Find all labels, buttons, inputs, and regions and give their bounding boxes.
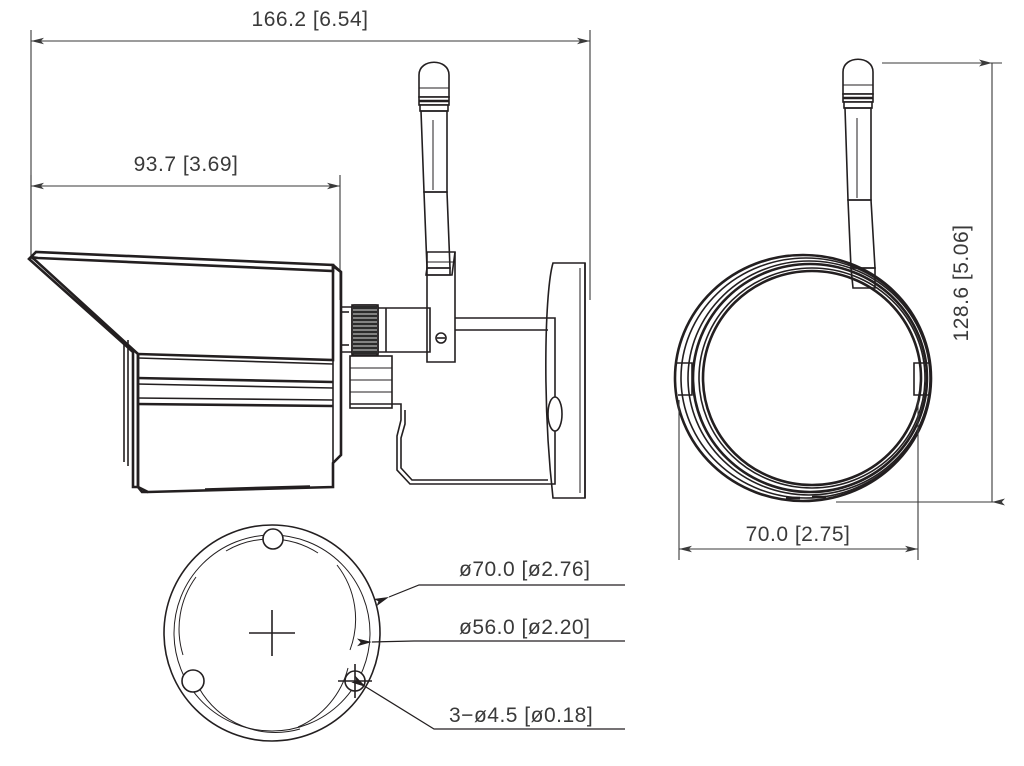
- dimension-overall-height-label: 128.6 [5.06]: [950, 225, 973, 342]
- callout-base-inner-diameter-label: ø56.0 [ø2.20]: [459, 616, 590, 639]
- sun-shield: [27, 250, 335, 494]
- antenna: [418, 61, 456, 276]
- knob-collar: [378, 307, 431, 353]
- dimension-overall-height: 128.6 [5.06]: [836, 59, 1005, 506]
- ribbed-cylinder: [349, 355, 393, 409]
- front-elevation-view: [673, 58, 933, 503]
- dimension-body-length-label: 93.7 [3.69]: [134, 153, 239, 176]
- callout-screw-holes: 3−ø4.5 [ø0.18]: [351, 675, 625, 730]
- mounting-base-plan-view: [163, 524, 381, 742]
- dimension-body-length: 93.7 [3.69]: [30, 153, 341, 300]
- side-elevation-view: [27, 61, 586, 499]
- callout-base-inner-diameter: ø56.0 [ø2.20]: [356, 616, 625, 647]
- knurled-adjust-knob: [351, 304, 379, 356]
- mounting-hole-top: [262, 528, 284, 550]
- lens-ring: [673, 253, 933, 503]
- callout-base-outer-diameter-label: ø70.0 [ø2.76]: [459, 558, 590, 581]
- callout-screw-holes-label: 3−ø4.5 [ø0.18]: [449, 704, 593, 727]
- mounting-hole-left: [181, 669, 205, 693]
- wall-mount-plate: [545, 262, 586, 499]
- camera-body: [136, 263, 343, 494]
- antenna-front: [842, 58, 876, 289]
- dimension-front-width: 70.0 [2.75]: [678, 400, 919, 560]
- center-crosshair: [249, 610, 295, 656]
- mounting-hole-right: [338, 664, 372, 698]
- dimension-overall-length-label: 166.2 [6.54]: [252, 8, 369, 31]
- mount-arm: [392, 251, 556, 485]
- callout-base-outer-diameter: ø70.0 [ø2.76]: [373, 558, 625, 607]
- dimension-front-width-label: 70.0 [2.75]: [746, 523, 851, 546]
